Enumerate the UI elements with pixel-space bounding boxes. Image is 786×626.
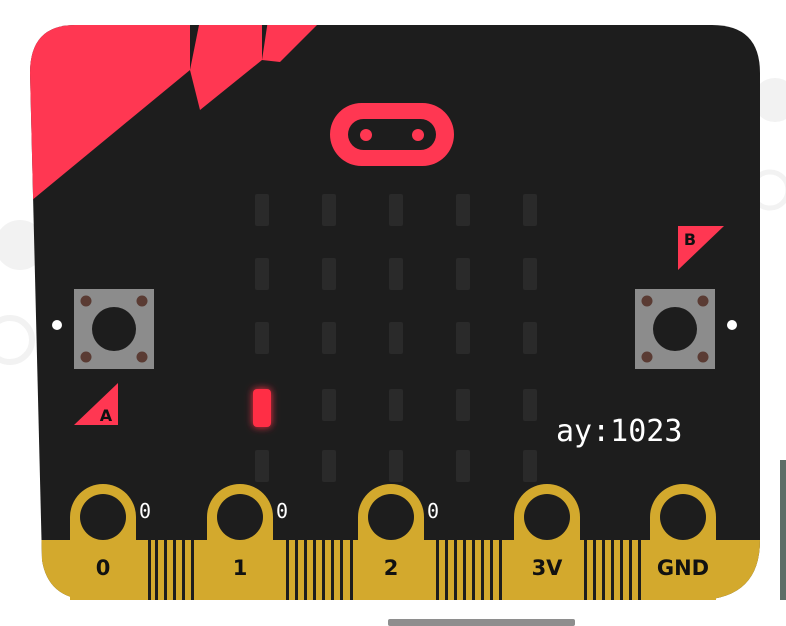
pin-1-value: 0: [276, 499, 288, 523]
led-r3-c4: [523, 389, 537, 421]
pin-0[interactable]: 0: [70, 484, 136, 600]
led-r4-c1: [322, 450, 336, 482]
led-r3-c2: [389, 389, 403, 421]
led-r0-c1: [322, 194, 336, 226]
pin-2-label: 2: [384, 556, 399, 580]
led-r0-c4: [523, 194, 537, 226]
led-r1-c3: [456, 258, 470, 290]
pin-0-value: 0: [139, 499, 151, 523]
pin-0-label: 0: [96, 556, 111, 580]
screw-icon: [80, 351, 92, 363]
screw-icon: [697, 351, 709, 363]
pin-gnd[interactable]: GND: [650, 484, 716, 600]
pin-1-label: 1: [233, 556, 248, 580]
pin-hole-icon: [524, 494, 570, 540]
button-a-indicator: [52, 320, 62, 330]
pin-hole-icon: [217, 494, 263, 540]
led-r0-c3: [456, 194, 470, 226]
led-r0-c2: [389, 194, 403, 226]
screw-icon: [136, 351, 148, 363]
pin-hole-icon: [660, 494, 706, 540]
pin-3v-label: 3V: [532, 556, 564, 580]
logo-icon[interactable]: [330, 103, 454, 166]
pin-gnd-label: GND: [657, 556, 709, 580]
led-r3-c3: [456, 389, 470, 421]
led-r1-c0: [255, 258, 269, 290]
led-matrix: [253, 194, 537, 482]
button-a-label-badge: A: [74, 383, 118, 425]
button-a-label: A: [100, 406, 113, 425]
pin-2-value: 0: [427, 499, 439, 523]
led-r4-c3: [456, 450, 470, 482]
led-r2-c0: [255, 322, 269, 354]
screw-icon: [80, 295, 92, 307]
button-b-label: B: [684, 230, 696, 249]
led-r4-c2: [389, 450, 403, 482]
pin-hole-icon: [80, 494, 126, 540]
led-r2-c3: [456, 322, 470, 354]
led-r2-c4: [523, 322, 537, 354]
led-r4-c0: [255, 450, 269, 482]
adjacent-panel-edge: [780, 460, 786, 600]
led-r2-c1: [322, 322, 336, 354]
sensor-readout: ay:1023: [556, 414, 682, 449]
screw-icon: [136, 295, 148, 307]
led-r2-c2: [389, 322, 403, 354]
led-r1-c2: [389, 258, 403, 290]
button-b[interactable]: [635, 289, 715, 369]
led-r0-c0: [255, 194, 269, 226]
button-b-label-badge: B: [678, 226, 724, 270]
screw-icon: [641, 295, 653, 307]
led-r1-c1: [322, 258, 336, 290]
pin-hole-icon: [368, 494, 414, 540]
corner-decoration: [30, 25, 322, 210]
led-r4-c4: [523, 450, 537, 482]
board-body: [30, 25, 760, 600]
screw-icon: [641, 351, 653, 363]
button-a[interactable]: [74, 289, 154, 369]
led-r3-c0: [253, 389, 271, 427]
pin-1[interactable]: 1: [207, 484, 273, 600]
horizontal-scrollbar[interactable]: [388, 619, 575, 626]
led-r1-c4: [523, 258, 537, 290]
led-r3-c1: [322, 389, 336, 421]
pins: 0 0 1 0 2 0 3V GND: [70, 484, 716, 600]
pin-3v[interactable]: 3V: [514, 484, 580, 600]
screw-icon: [697, 295, 709, 307]
pin-2[interactable]: 2: [358, 484, 424, 600]
button-b-indicator: [727, 320, 737, 330]
